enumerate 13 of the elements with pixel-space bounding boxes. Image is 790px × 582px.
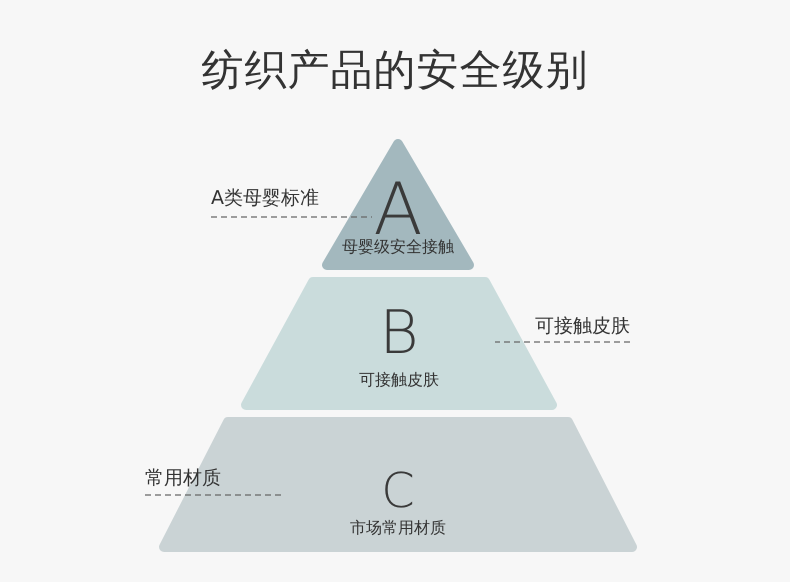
tier-letter: B: [379, 311, 419, 356]
leader-line: [211, 216, 372, 218]
side-label: A类母婴标准: [211, 186, 319, 217]
tier-caption: 母婴级安全接触: [342, 239, 454, 255]
side-label: 可接触皮肤: [535, 314, 630, 342]
title: 纺织产品的安全级别: [202, 44, 588, 96]
pyramid-tier: [322, 138, 474, 270]
tier-letter: C: [381, 473, 415, 509]
tier-caption: 市场常用材质: [350, 520, 446, 536]
tier-letter: A: [373, 182, 423, 236]
leader-line: [495, 341, 630, 343]
tier-caption: 可接触皮肤: [359, 372, 439, 388]
side-label: 常用材质: [145, 466, 221, 495]
